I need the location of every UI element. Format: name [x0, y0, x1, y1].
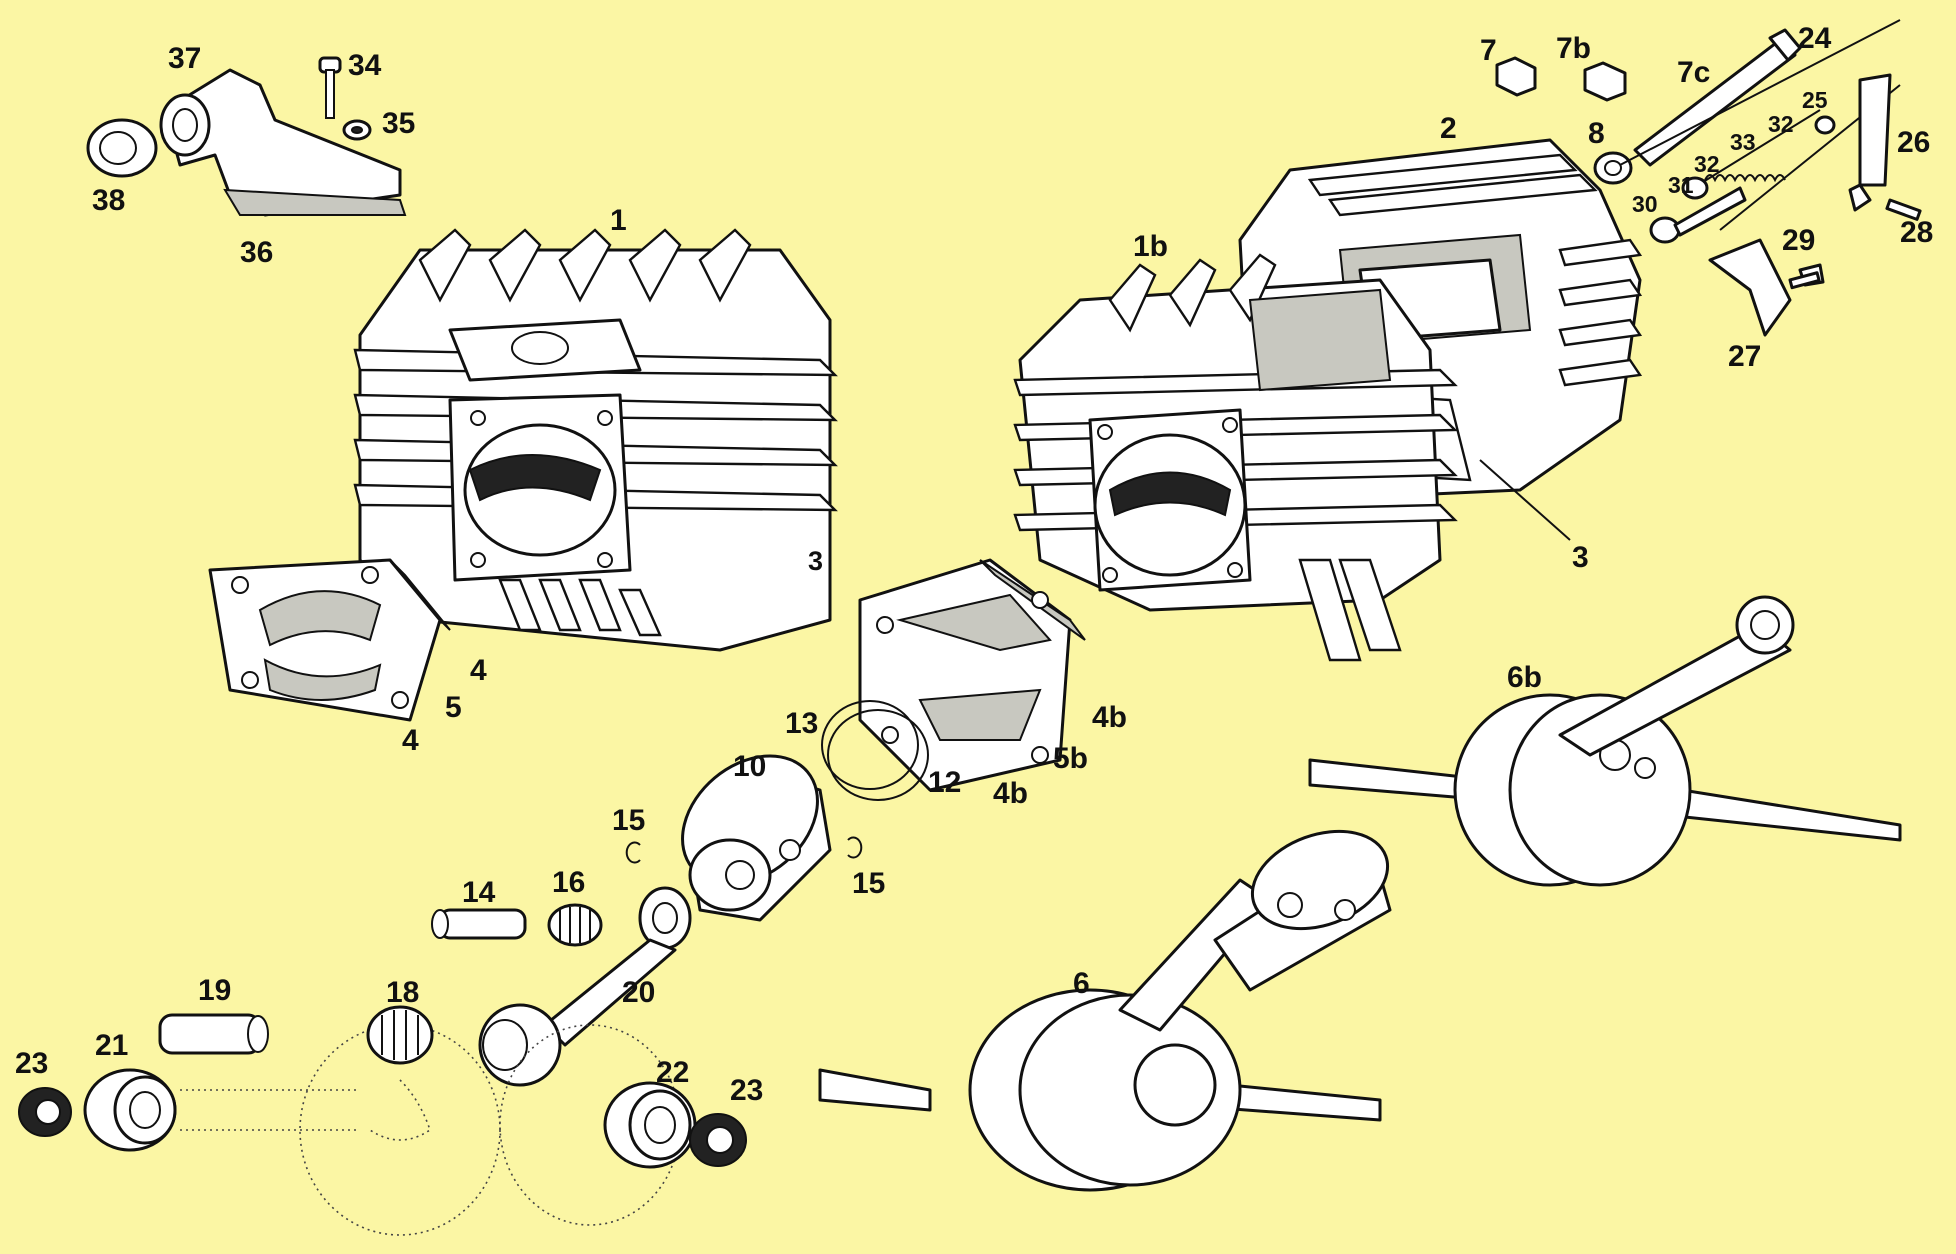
label-36: 36 — [240, 236, 273, 269]
decompressor-group — [1619, 19, 1922, 337]
label-33: 33 — [1730, 129, 1756, 155]
label-5: 5 — [445, 691, 462, 724]
label-12: 12 — [928, 766, 961, 799]
base-gasket-4-5 — [208, 558, 451, 722]
label-3-left: 3 — [808, 546, 823, 576]
label-30: 30 — [1632, 191, 1658, 217]
label-5b: 5b — [1053, 742, 1088, 775]
connecting-rod-20 — [478, 886, 692, 1087]
label-32-lower: 32 — [1694, 151, 1720, 177]
label-10: 10 — [733, 750, 766, 783]
label-14: 14 — [462, 876, 496, 909]
label-32-upper: 32 — [1768, 111, 1794, 137]
intake-manifold-group — [86, 56, 407, 217]
piston-10 — [681, 754, 832, 922]
label-22: 22 — [656, 1056, 689, 1089]
oil-seal-23-left — [18, 1087, 72, 1137]
intake-sleeve-38 — [86, 118, 158, 178]
part-labels: 37 34 35 38 36 1 1b 2 3 3 4 5 4 4b 5b 4b… — [15, 22, 1933, 1107]
label-13: 13 — [785, 707, 818, 740]
label-4b-upper: 4b — [1092, 701, 1127, 734]
label-7c: 7c — [1677, 56, 1710, 89]
label-16: 16 — [552, 866, 585, 899]
sleeve-19 — [158, 1013, 269, 1055]
circlip-15-left — [625, 841, 641, 864]
label-19: 19 — [198, 974, 231, 1007]
oil-seal-23-right — [689, 1113, 747, 1167]
label-23-left: 23 — [15, 1047, 48, 1080]
label-23-right: 23 — [730, 1074, 763, 1107]
screw-34 — [318, 56, 342, 119]
label-15-right: 15 — [852, 867, 885, 900]
label-1: 1 — [610, 204, 627, 237]
cylinder-1 — [353, 228, 838, 652]
label-1b: 1b — [1133, 230, 1168, 263]
label-26: 26 — [1897, 126, 1930, 159]
label-7b: 7b — [1556, 32, 1591, 65]
base-gasket-4b-5b — [858, 558, 1086, 792]
label-35: 35 — [382, 107, 415, 140]
label-4b-lower: 4b — [993, 777, 1028, 810]
label-3-right: 3 — [1572, 541, 1589, 574]
label-15-left: 15 — [612, 804, 645, 837]
label-18: 18 — [386, 976, 419, 1009]
label-27: 27 — [1728, 340, 1761, 373]
label-37: 37 — [168, 42, 201, 75]
needle-bearing-16 — [547, 903, 603, 947]
label-6: 6 — [1073, 967, 1090, 1000]
wrist-pin-14 — [431, 908, 527, 940]
cylinder-1b — [1013, 253, 1458, 662]
label-31: 31 — [1668, 172, 1694, 198]
label-7: 7 — [1480, 34, 1497, 67]
label-29: 29 — [1782, 224, 1815, 257]
label-21: 21 — [95, 1029, 128, 1062]
label-8: 8 — [1588, 117, 1605, 150]
manifold-gasket-36 — [223, 188, 407, 216]
label-4-lower: 4 — [402, 724, 419, 757]
label-6b: 6b — [1507, 661, 1542, 694]
stud-7c — [1633, 28, 1802, 167]
washer-8 — [1593, 151, 1633, 185]
piston-rings-12-13 — [821, 700, 929, 801]
ball-bearing-21 — [83, 1068, 177, 1152]
circlip-15-right — [847, 836, 863, 859]
crankshaft-6b — [1308, 595, 1902, 887]
label-20: 20 — [622, 976, 655, 1009]
nut-7 — [1495, 56, 1537, 97]
label-2: 2 — [1440, 112, 1457, 145]
intake-manifold-37 — [159, 68, 402, 217]
crankshaft-assembly-6 — [818, 829, 1392, 1192]
nut-7b — [1583, 61, 1627, 102]
label-34: 34 — [348, 49, 382, 82]
ball-bearing-22 — [603, 1081, 697, 1169]
label-38: 38 — [92, 184, 125, 217]
needle-bearing-18 — [366, 1005, 434, 1065]
washer-35 — [342, 119, 372, 141]
label-4-upper: 4 — [470, 654, 487, 687]
label-28: 28 — [1900, 216, 1933, 249]
label-24: 24 — [1798, 22, 1832, 55]
label-25: 25 — [1802, 87, 1828, 113]
